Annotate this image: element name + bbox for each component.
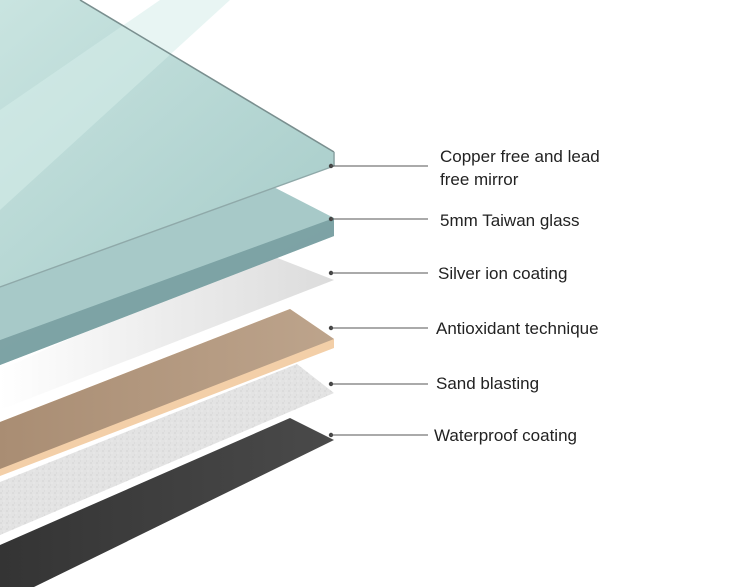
leader-mirror — [328, 163, 428, 169]
label-mirror-line-2: free mirror — [440, 170, 519, 189]
label-mirror: Copper free and lead free mirror — [440, 145, 600, 191]
leader-antioxidant — [328, 325, 428, 331]
layer-waterproof-coating — [0, 418, 334, 587]
label-mirror-line-1: Copper free and lead — [440, 147, 600, 166]
leader-sand — [328, 381, 428, 387]
label-antioxidant-line-1: Antioxidant technique — [436, 319, 599, 338]
label-antioxidant: Antioxidant technique — [436, 317, 599, 340]
layer-silver-coating — [0, 252, 334, 410]
leader-glass — [328, 216, 428, 222]
layer-sand-blasting — [0, 364, 334, 535]
label-glass-line-1: 5mm Taiwan glass — [440, 211, 580, 230]
label-waterproof: Waterproof coating — [434, 424, 577, 447]
layer-mirror — [0, 0, 335, 288]
label-silver-line-1: Silver ion coating — [438, 264, 568, 283]
leader-silver — [328, 270, 428, 276]
label-sand-line-1: Sand blasting — [436, 374, 540, 393]
label-sand: Sand blasting — [436, 372, 539, 395]
label-silver: Silver ion coating — [438, 262, 567, 285]
leader-waterproof — [328, 432, 428, 438]
layer-glass — [0, 180, 334, 365]
label-glass: 5mm Taiwan glass — [440, 209, 580, 232]
label-waterproof-line-1: Waterproof coating — [434, 426, 577, 445]
layer-antioxidant — [0, 309, 334, 476]
